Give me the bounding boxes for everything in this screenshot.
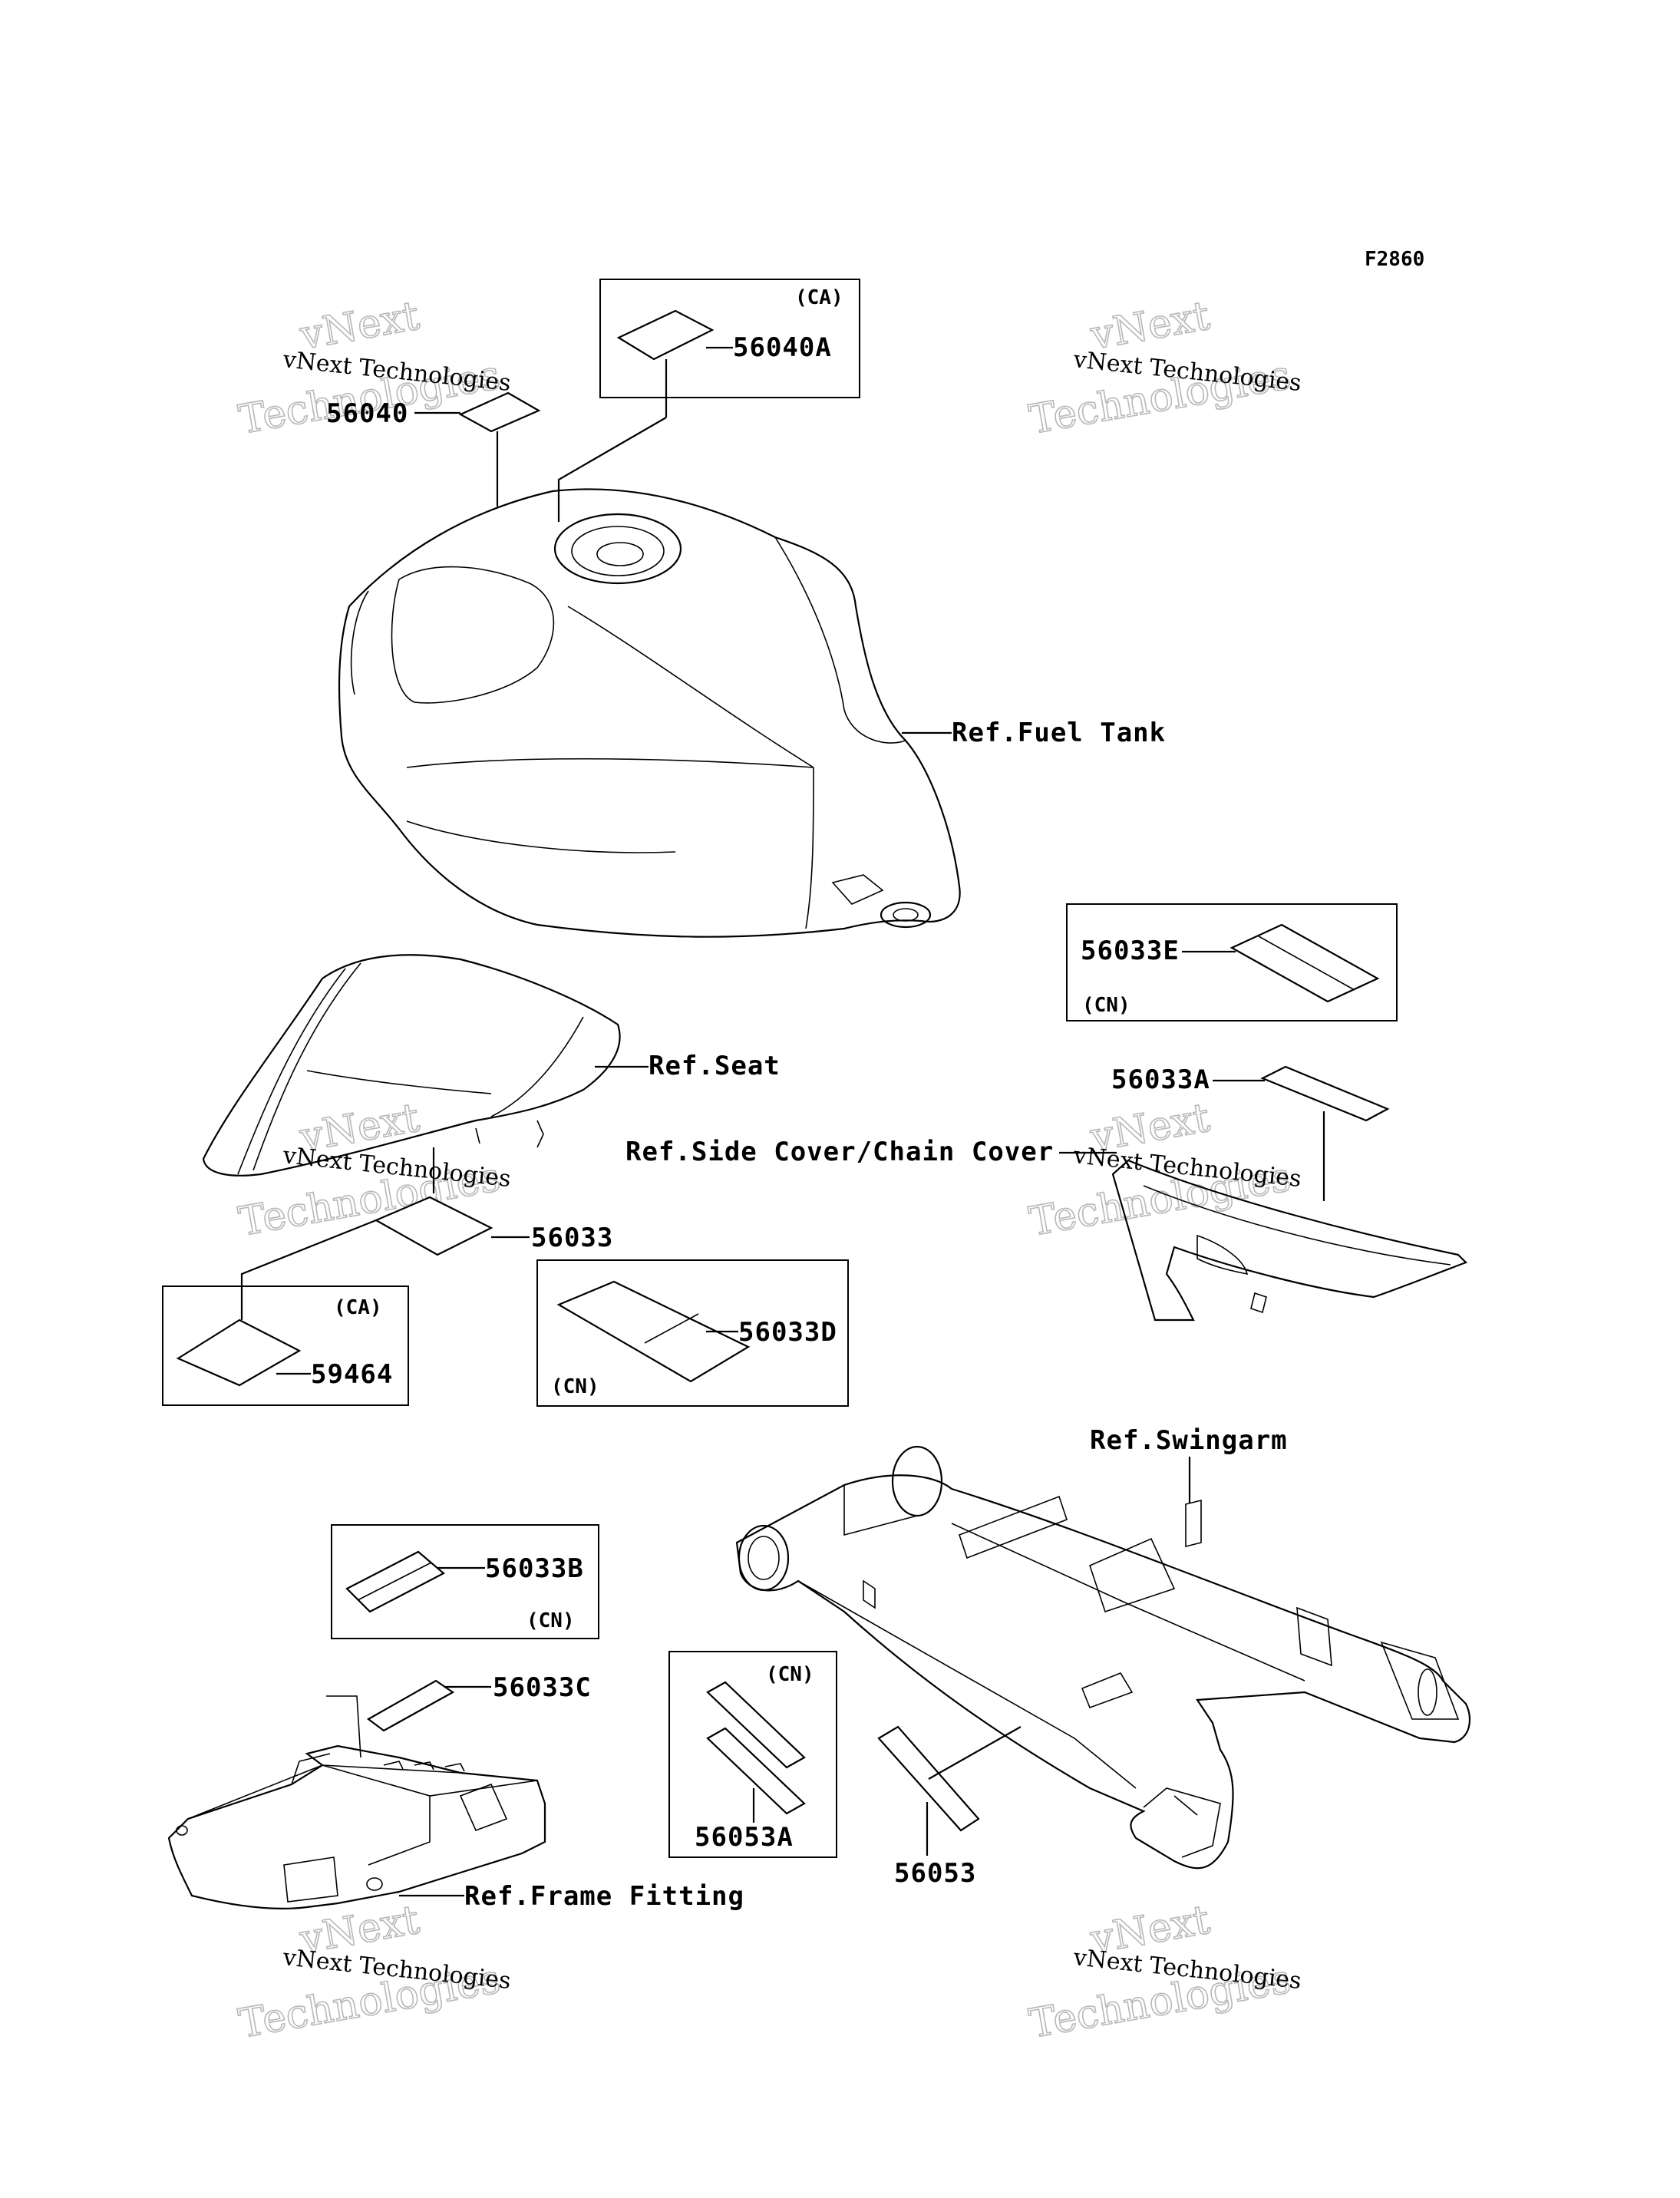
ref-frame-fitting: Ref.Frame Fitting	[464, 1881, 744, 1912]
svg-text:56053A: 56053A	[695, 1822, 794, 1853]
chain-cover-illustration	[1111, 1159, 1467, 1322]
svg-text:59464: 59464	[311, 1359, 393, 1390]
ref-seat: Ref.Seat	[649, 1051, 781, 1081]
ref-swingarm: Ref.Swingarm	[1090, 1425, 1288, 1456]
seat-illustration	[202, 954, 621, 1177]
svg-text:56033A: 56033A	[1111, 1064, 1210, 1095]
swingarm-illustration	[735, 1445, 1471, 1870]
watermark-bottom-right: vNext Technologies vNext Technologies	[1025, 1896, 1302, 2048]
svg-text:56040A: 56040A	[733, 332, 832, 363]
decal-56053: 56053	[877, 1725, 1022, 1889]
ref-fuel-tank: Ref.Fuel Tank	[952, 718, 1166, 748]
svg-text:56040: 56040	[326, 398, 408, 429]
inset-56053a-cn: (CN) 56053A	[668, 1651, 837, 1858]
decal-56033a: 56033A	[1111, 1064, 1390, 1201]
svg-text:56033D: 56033D	[738, 1317, 837, 1348]
svg-text:56033: 56033	[531, 1223, 613, 1253]
svg-text:56033B: 56033B	[485, 1553, 584, 1584]
inset-56033d-cn: 56033D (CN)	[536, 1259, 849, 1407]
frame-fitting-illustration	[167, 1695, 546, 1909]
decal-56033: 56033	[240, 1147, 613, 1320]
inset-56033e-cn: 56033E (CN)	[1066, 903, 1398, 1021]
decal-56040: 56040	[326, 391, 541, 507]
svg-text:(CN): (CN)	[551, 1375, 599, 1398]
ref-side-cover: Ref.Side Cover/Chain Cover	[625, 1137, 1054, 1167]
svg-text:(CN): (CN)	[766, 1663, 814, 1686]
svg-text:56033C: 56033C	[493, 1672, 592, 1703]
svg-text:56033E: 56033E	[1081, 936, 1180, 966]
figure-code: F2860	[1365, 248, 1424, 271]
svg-text:(CA): (CA)	[795, 286, 843, 309]
inset-56040a-ca: (CA) 56040A	[599, 279, 860, 398]
svg-text:(CN): (CN)	[1082, 994, 1130, 1017]
watermark-bottom-left: vNext Technologies vNext Technologies	[235, 1896, 512, 2048]
svg-text:56053: 56053	[894, 1858, 976, 1889]
watermark-top-right: vNext Technologies vNext Technologies	[1025, 292, 1302, 444]
inset-56033b-cn: 56033B (CN)	[331, 1524, 599, 1639]
watermark-mid-right: vNext Technologies vNext Technologies	[1025, 1094, 1302, 1246]
svg-text:(CN): (CN)	[526, 1609, 575, 1632]
inset-59464-ca: (CA) 59464	[162, 1285, 409, 1406]
fuel-tank-illustration	[338, 488, 961, 938]
decal-56033c: 56033C	[366, 1672, 592, 1732]
svg-text:(CA): (CA)	[334, 1296, 382, 1319]
